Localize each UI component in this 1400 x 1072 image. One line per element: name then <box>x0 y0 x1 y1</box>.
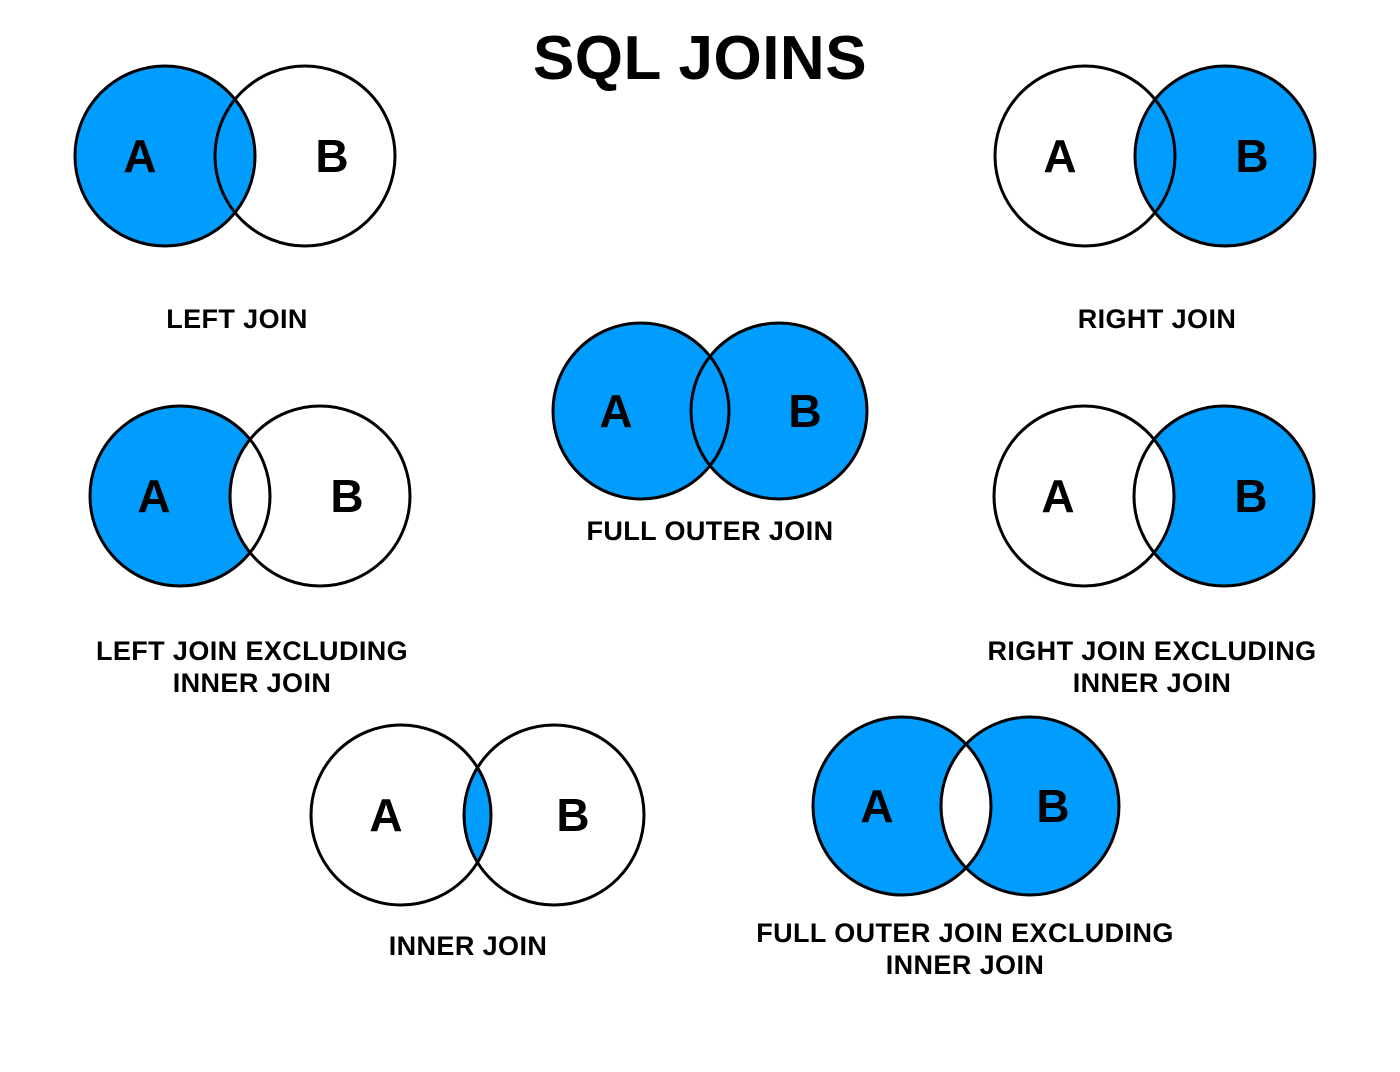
venn-right-join-excluding-inner-join: A B <box>952 386 1352 626</box>
circle-b-outline <box>689 321 869 501</box>
circle-b-outline <box>939 715 1121 897</box>
venn-full-outer-join-excluding-inner-join: A B <box>700 706 1230 906</box>
diagram-right-join: A B RIGHT JOIN <box>972 46 1342 336</box>
caption-right-join-excluding-inner-join: RIGHT JOIN EXCLUDING INNER JOIN <box>987 636 1317 698</box>
label-set-b: B <box>330 470 363 522</box>
circle-b-outline <box>1132 404 1316 588</box>
caption-inner-join: INNER JOIN <box>388 931 548 961</box>
circle-a-outline <box>992 404 1176 588</box>
label-set-a: A <box>123 130 156 182</box>
diagram-full-outer-join-excluding-inner-join: A B FULL OUTER JOIN EXCLUDING INNER JOIN <box>700 706 1230 982</box>
region-b-only <box>952 386 1352 626</box>
circle-a-outline <box>993 64 1177 248</box>
label-set-a: A <box>599 385 632 437</box>
circle-b-fill <box>464 725 644 905</box>
label-set-a: A <box>369 789 402 841</box>
venn-full-outer-join: A B <box>551 321 869 501</box>
caption-full-outer-join-excluding-inner-join: FULL OUTER JOIN EXCLUDING INNER JOIN <box>756 918 1174 980</box>
diagram-left-join: A B LEFT JOIN <box>52 46 422 336</box>
circle-b-fill <box>691 323 867 499</box>
caption-right-join: RIGHT JOIN <box>1077 304 1237 334</box>
label-set-b: B <box>1036 780 1069 832</box>
circle-b-outline <box>213 64 397 248</box>
label-set-b: B <box>1235 130 1268 182</box>
circle-b-fill <box>1135 66 1315 246</box>
circle-a-outline <box>811 715 993 897</box>
page-title: SQL JOINS <box>532 24 868 93</box>
label-set-a: A <box>1043 130 1076 182</box>
region-b-only <box>700 706 1230 906</box>
circle-b-outline <box>1133 64 1317 248</box>
label-set-b: B <box>315 130 348 182</box>
venn-inner-join: A B <box>309 723 646 907</box>
caption-full-outer-join: FULL OUTER JOIN <box>586 516 834 546</box>
venn-right-join: A B <box>993 64 1317 248</box>
diagram-right-join-excluding-inner-join: A B RIGHT JOIN EXCLUDING INNER JOIN <box>952 386 1352 700</box>
label-set-a: A <box>1041 470 1074 522</box>
label-set-b: B <box>556 789 589 841</box>
venn-left-join: A B <box>73 64 397 248</box>
caption-left-join-excluding-inner-join: LEFT JOIN EXCLUDING INNER JOIN <box>95 636 409 698</box>
circle-a-outline <box>309 723 493 907</box>
diagram-inner-join: A B INNER JOIN <box>288 718 648 963</box>
circle-a-fill <box>995 66 1175 246</box>
venn-left-join-excluding-inner-join: A B <box>52 386 452 626</box>
circle-a-outline <box>73 64 257 248</box>
circle-b-outline <box>228 404 412 588</box>
diagram-full-outer-join: A B FULL OUTER JOIN <box>530 316 890 548</box>
diagram-left-join-excluding-inner-join: A B LEFT JOIN EXCLUDING INNER JOIN <box>52 386 452 700</box>
label-set-a: A <box>137 470 170 522</box>
region-a-only <box>52 386 452 626</box>
label-set-b: B <box>1234 470 1267 522</box>
caption-left-join: LEFT JOIN <box>166 304 308 334</box>
circle-a-outline <box>88 404 272 588</box>
circle-a-outline <box>551 321 731 501</box>
circle-a-fill <box>311 725 491 905</box>
label-set-a: A <box>860 780 893 832</box>
circle-a-fill <box>75 66 255 246</box>
label-set-b: B <box>788 385 821 437</box>
circle-a-fill <box>553 323 729 499</box>
circle-b-outline <box>462 723 646 907</box>
circle-b-fill <box>215 66 395 246</box>
